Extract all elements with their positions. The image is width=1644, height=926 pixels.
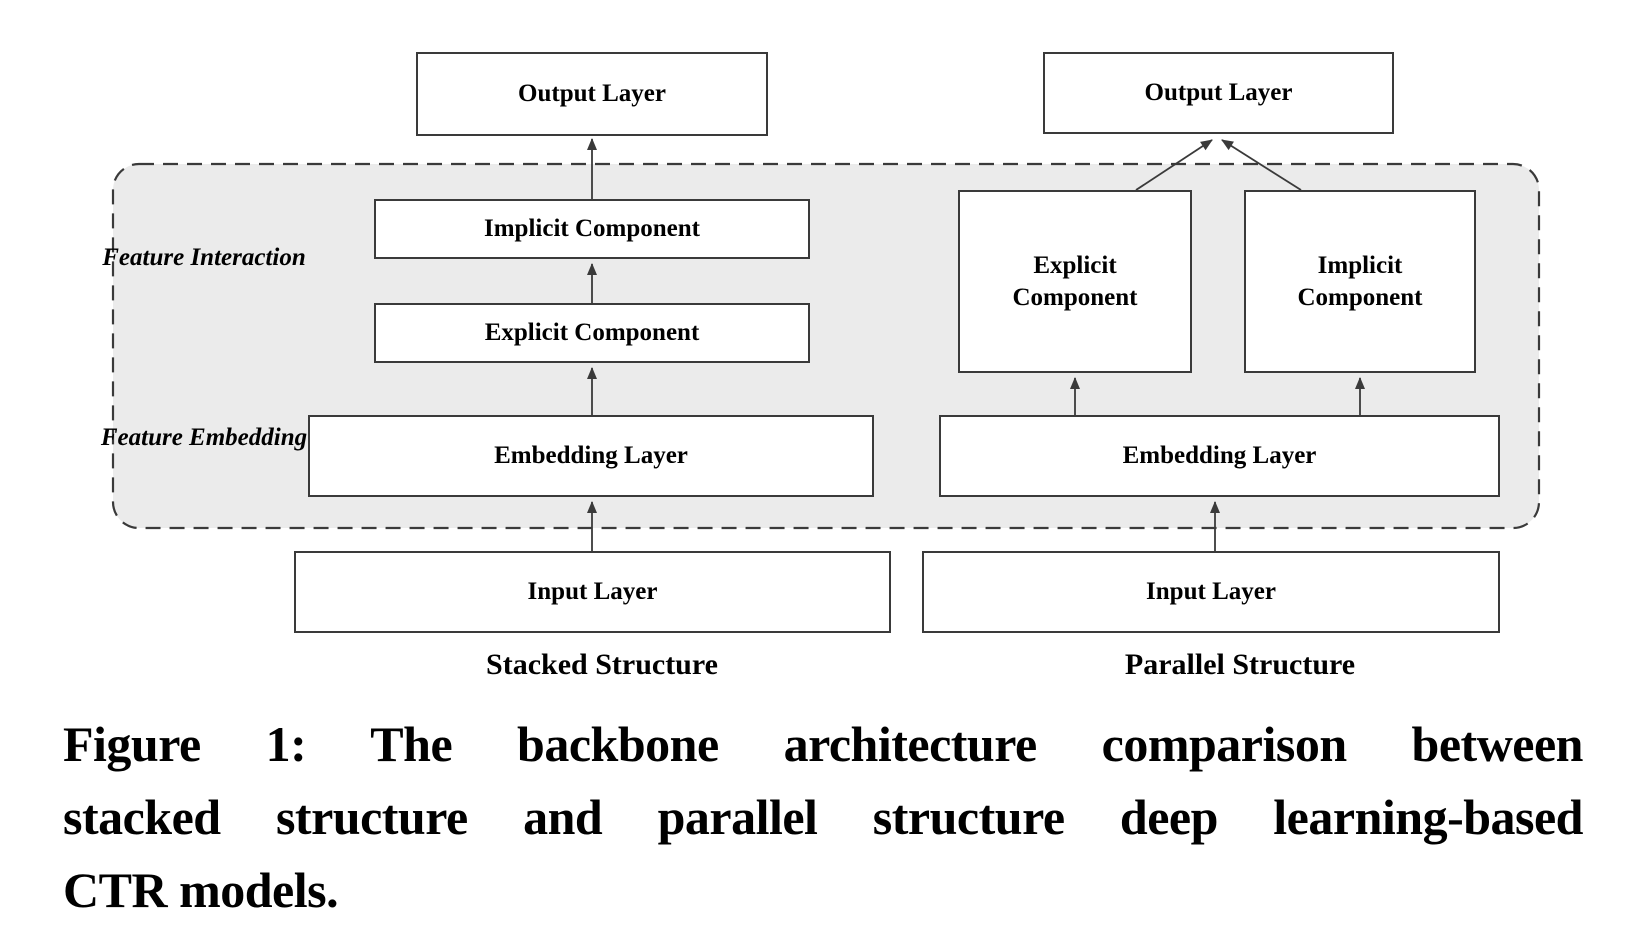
figure-caption-line-1: Figure 1: The backbone architecture comp… xyxy=(63,716,1584,772)
parallel-embedding-layer-label: Embedding Layer xyxy=(1122,442,1317,469)
parallel-explicit-component-box: Explicit Component xyxy=(958,190,1192,373)
figure-caption: Figure 1: The backbone architecture comp… xyxy=(63,708,1584,926)
feature-embedding-label: Feature Embedding xyxy=(100,424,308,451)
stacked-implicit-component-label: Implicit Component xyxy=(484,215,700,242)
stacked-explicit-component-box: Explicit Component xyxy=(374,303,810,363)
arrow-parallel-implicit-to-output xyxy=(1221,139,1302,191)
parallel-input-layer-label: Input Layer xyxy=(1146,578,1276,605)
figure-caption-line-3: CTR models. xyxy=(63,862,339,918)
parallel-output-layer-label: Output Layer xyxy=(1144,79,1293,106)
parallel-input-layer-box: Input Layer xyxy=(922,551,1500,633)
stacked-input-layer-label: Input Layer xyxy=(527,578,658,605)
parallel-implicit-component-label: Implicit Component xyxy=(1297,251,1423,311)
parallel-structure-label: Parallel Structure xyxy=(1124,648,1356,681)
stacked-embedding-layer-label: Embedding Layer xyxy=(494,442,688,469)
stacked-implicit-component-box: Implicit Component xyxy=(374,199,810,259)
stacked-embedding-layer-box: Embedding Layer xyxy=(308,415,874,497)
feature-interaction-label: Feature Interaction xyxy=(102,244,306,271)
stacked-input-layer-box: Input Layer xyxy=(294,551,891,633)
parallel-explicit-component-label: Explicit Component xyxy=(1012,251,1138,311)
parallel-implicit-component-box: Implicit Component xyxy=(1244,190,1476,373)
parallel-output-layer-box: Output Layer xyxy=(1043,52,1394,134)
stacked-output-layer-box: Output Layer xyxy=(416,52,768,136)
stacked-structure-label: Stacked Structure xyxy=(486,648,718,681)
figure-caption-line-2: stacked structure and parallel structure… xyxy=(63,789,1584,845)
parallel-embedding-layer-box: Embedding Layer xyxy=(939,415,1500,497)
arrow-parallel-explicit-to-output xyxy=(1135,139,1213,191)
stacked-output-layer-label: Output Layer xyxy=(518,80,666,107)
stacked-explicit-component-label: Explicit Component xyxy=(484,319,700,346)
